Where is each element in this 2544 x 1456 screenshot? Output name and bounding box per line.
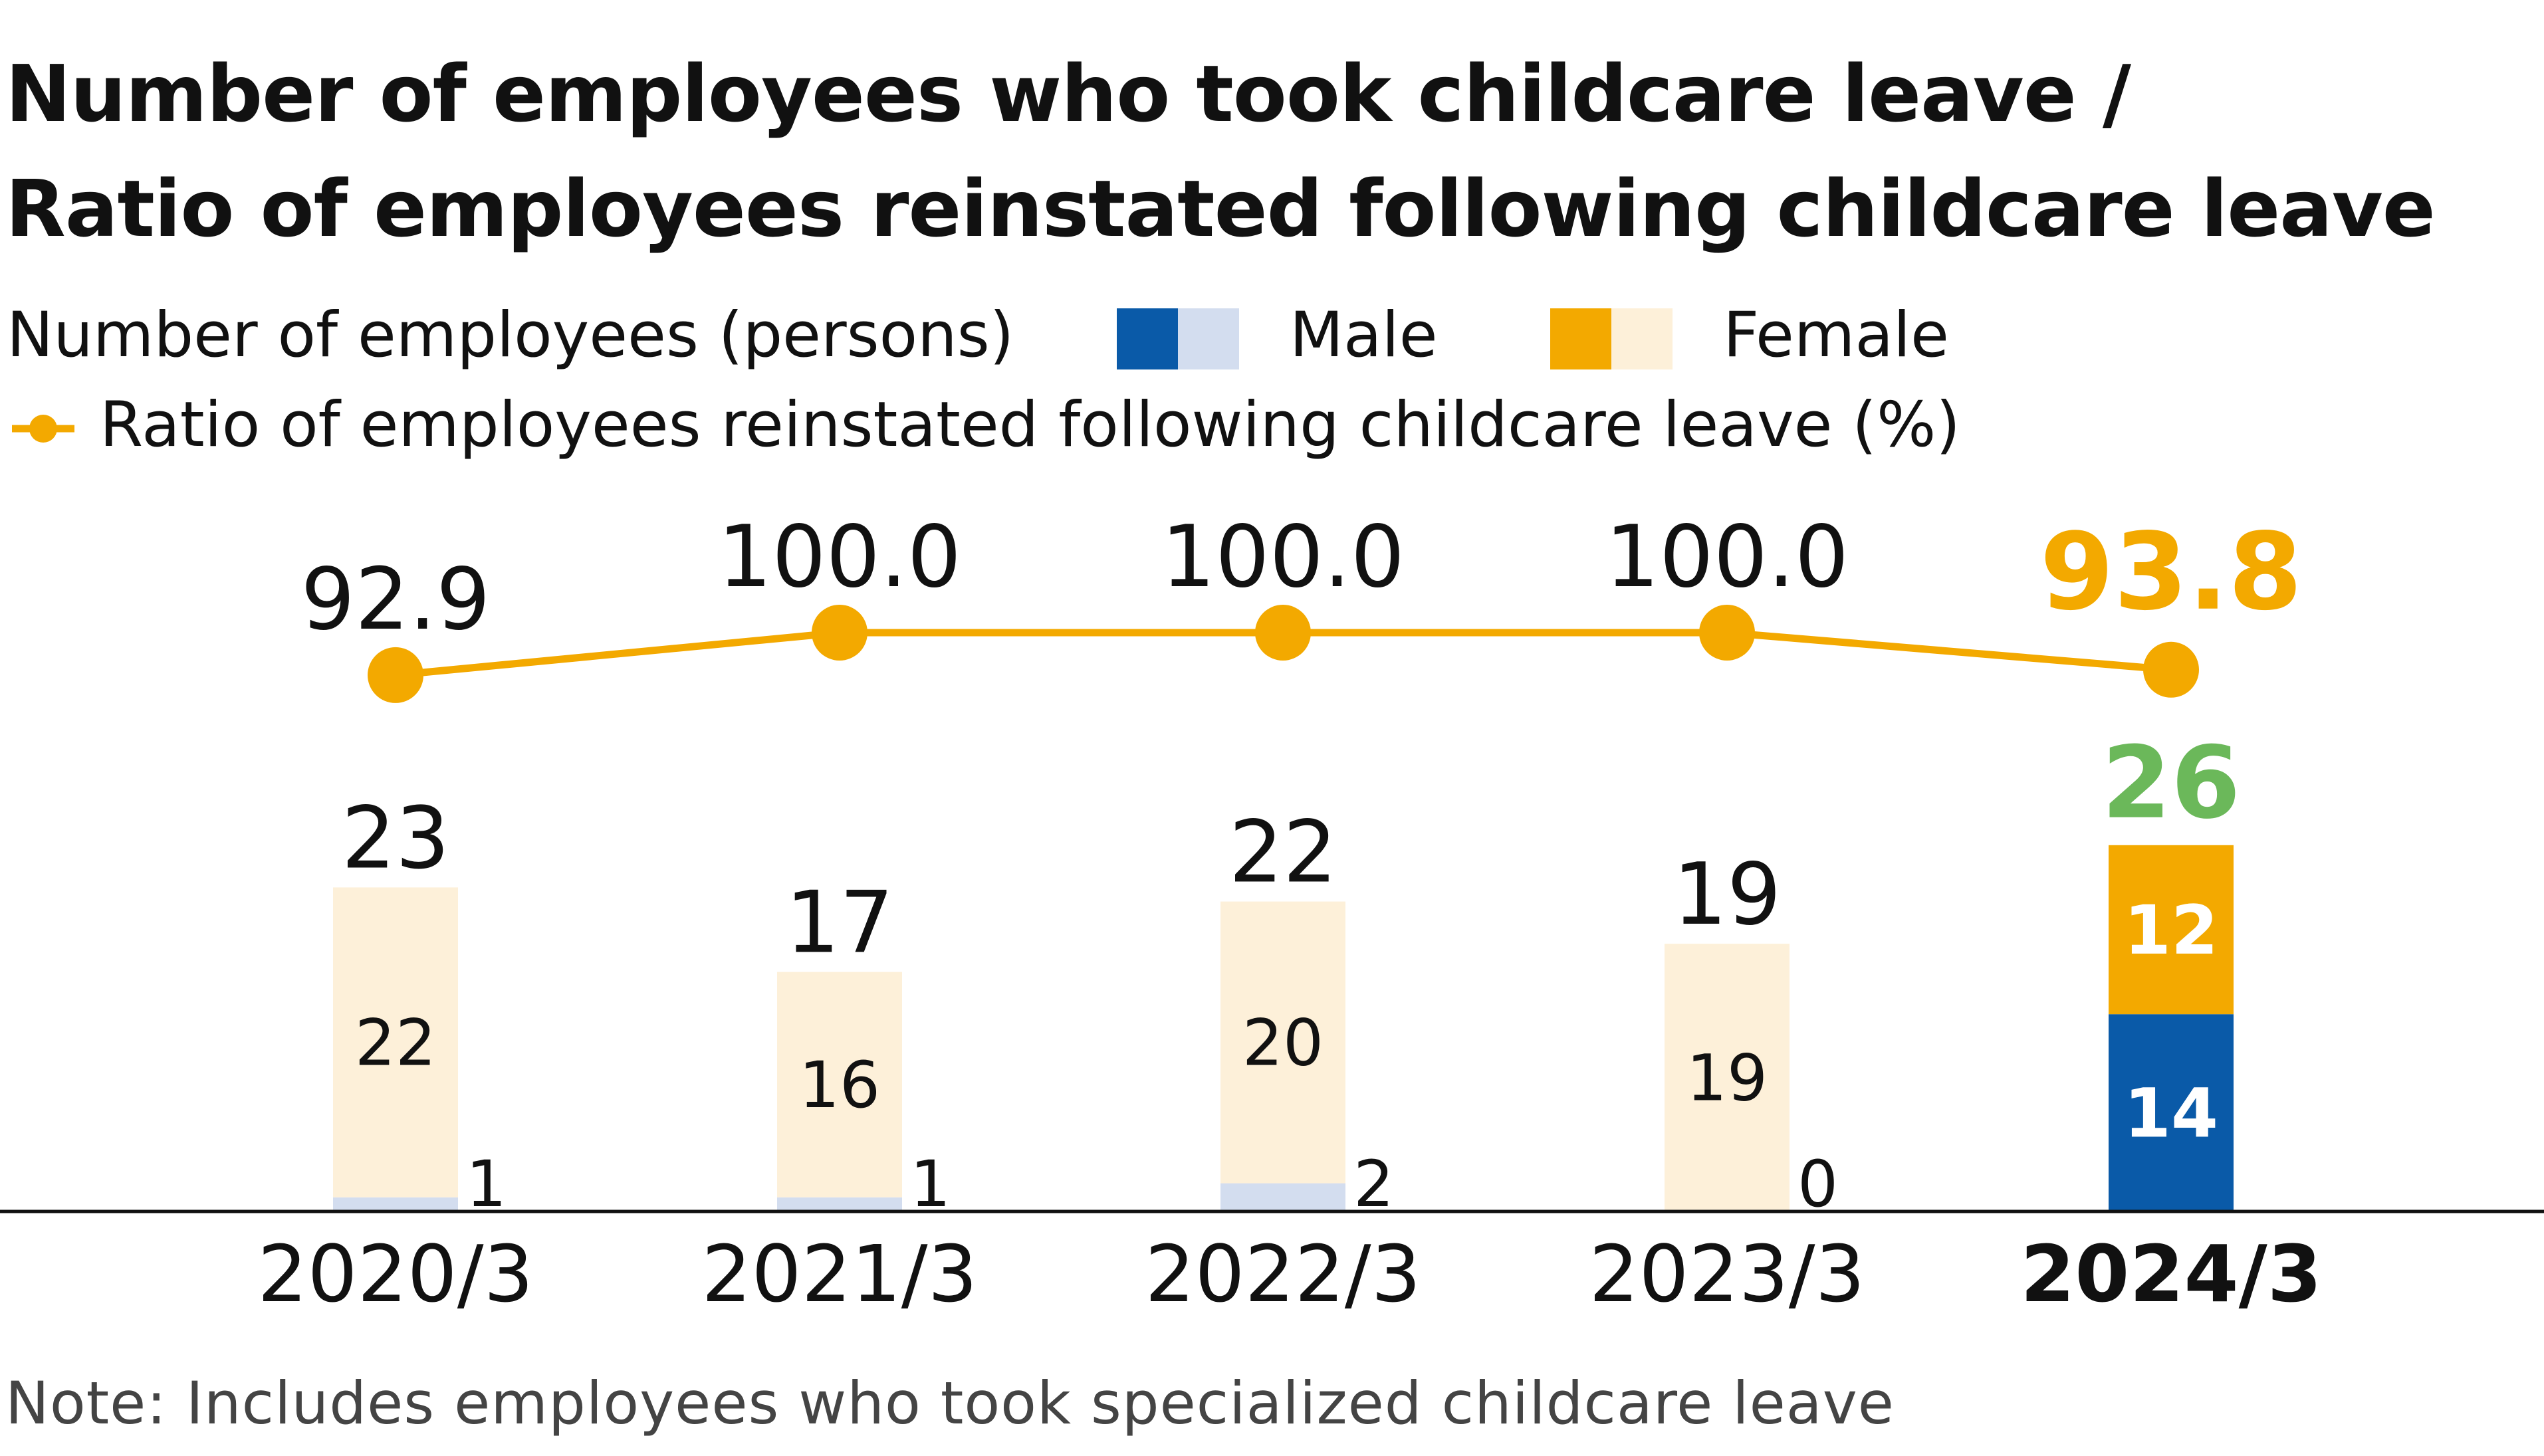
male-bar-2020/3 [333, 1197, 458, 1211]
ratio-point-2024/3 [2143, 641, 2199, 698]
total-label-2023/3: 19 [1673, 845, 1782, 944]
legend-line-label: Ratio of employees reinstated following … [99, 389, 1960, 461]
total-label-2022/3: 22 [1229, 803, 1337, 902]
ratio-label-2022/3: 100.0 [1161, 508, 1405, 607]
chart-title-line-1: Number of employees who took childcare l… [5, 48, 2131, 140]
ratio-label-2021/3: 100.0 [718, 508, 961, 607]
x-tick-label-2023/3: 2023/3 [1589, 1228, 1865, 1320]
ratio-point-2023/3 [1699, 605, 1755, 661]
male-value-label-2020/3: 1 [466, 1147, 507, 1221]
female-bar-2020/3 [333, 887, 458, 1197]
ratio-label-2020/3: 92.9 [301, 550, 491, 649]
total-label-2024/3: 26 [2102, 726, 2241, 841]
legend-female-label: Female [1723, 299, 1950, 371]
legend-male-label: Male [1289, 299, 1438, 371]
female-bar-2021/3 [777, 972, 902, 1197]
female-value-label-2021/3: 16 [799, 1048, 880, 1122]
legend-male-current-swatch [1117, 308, 1179, 370]
chart-title-line-2: Ratio of employees reinstated following … [5, 163, 2436, 255]
footnote: Note: Includes employees who took specia… [5, 1369, 1895, 1437]
x-tick-label-2022/3: 2022/3 [1145, 1228, 1421, 1320]
female-value-label-2023/3: 19 [1686, 1041, 1768, 1116]
female-value-label-2024/3: 12 [2124, 891, 2218, 970]
ratio-point-2020/3 [368, 647, 423, 703]
legend-male-past-swatch [1178, 308, 1240, 370]
x-tick-label-2020/3: 2020/3 [257, 1228, 533, 1320]
female-value-label-2022/3: 20 [1242, 1006, 1324, 1081]
female-bar-2024/3 [2109, 845, 2234, 1015]
male-value-label-2024/3: 14 [2124, 1075, 2218, 1154]
total-label-2020/3: 23 [342, 789, 450, 888]
female-value-label-2020/3: 22 [355, 1006, 436, 1081]
ratio-point-2022/3 [1255, 605, 1311, 661]
x-tick-label-2021/3: 2021/3 [701, 1228, 977, 1320]
ratio-point-2021/3 [812, 605, 867, 661]
chart-title: Number of employees who took childcare l… [5, 37, 2518, 266]
male-value-label-2022/3: 2 [1353, 1147, 1394, 1221]
legend-bars: Number of employees (persons) Male Femal… [7, 299, 1949, 372]
total-label-2021/3: 17 [786, 874, 894, 973]
male-bar-2022/3 [1220, 1183, 1345, 1211]
legend-bars-label: Number of employees (persons) [7, 299, 1014, 371]
legend-line-marker-icon [12, 415, 74, 443]
male-bar-2024/3 [2109, 1014, 2234, 1211]
male-value-label-2023/3: 0 [1797, 1147, 1838, 1221]
legend-female-past-swatch [1611, 308, 1673, 370]
female-bar-2022/3 [1220, 901, 1345, 1184]
x-tick-label-2024/3: 2024/3 [2020, 1228, 2322, 1320]
female-bar-2023/3 [1665, 944, 1790, 1211]
legend-female-current-swatch [1550, 308, 1612, 370]
male-bar-2021/3 [777, 1197, 902, 1211]
ratio-label-2023/3: 100.0 [1605, 508, 1849, 607]
male-value-label-2021/3: 1 [910, 1147, 951, 1221]
legend-line: Ratio of employees reinstated following … [7, 389, 1960, 462]
ratio-label-2024/3: 93.8 [2040, 510, 2303, 634]
